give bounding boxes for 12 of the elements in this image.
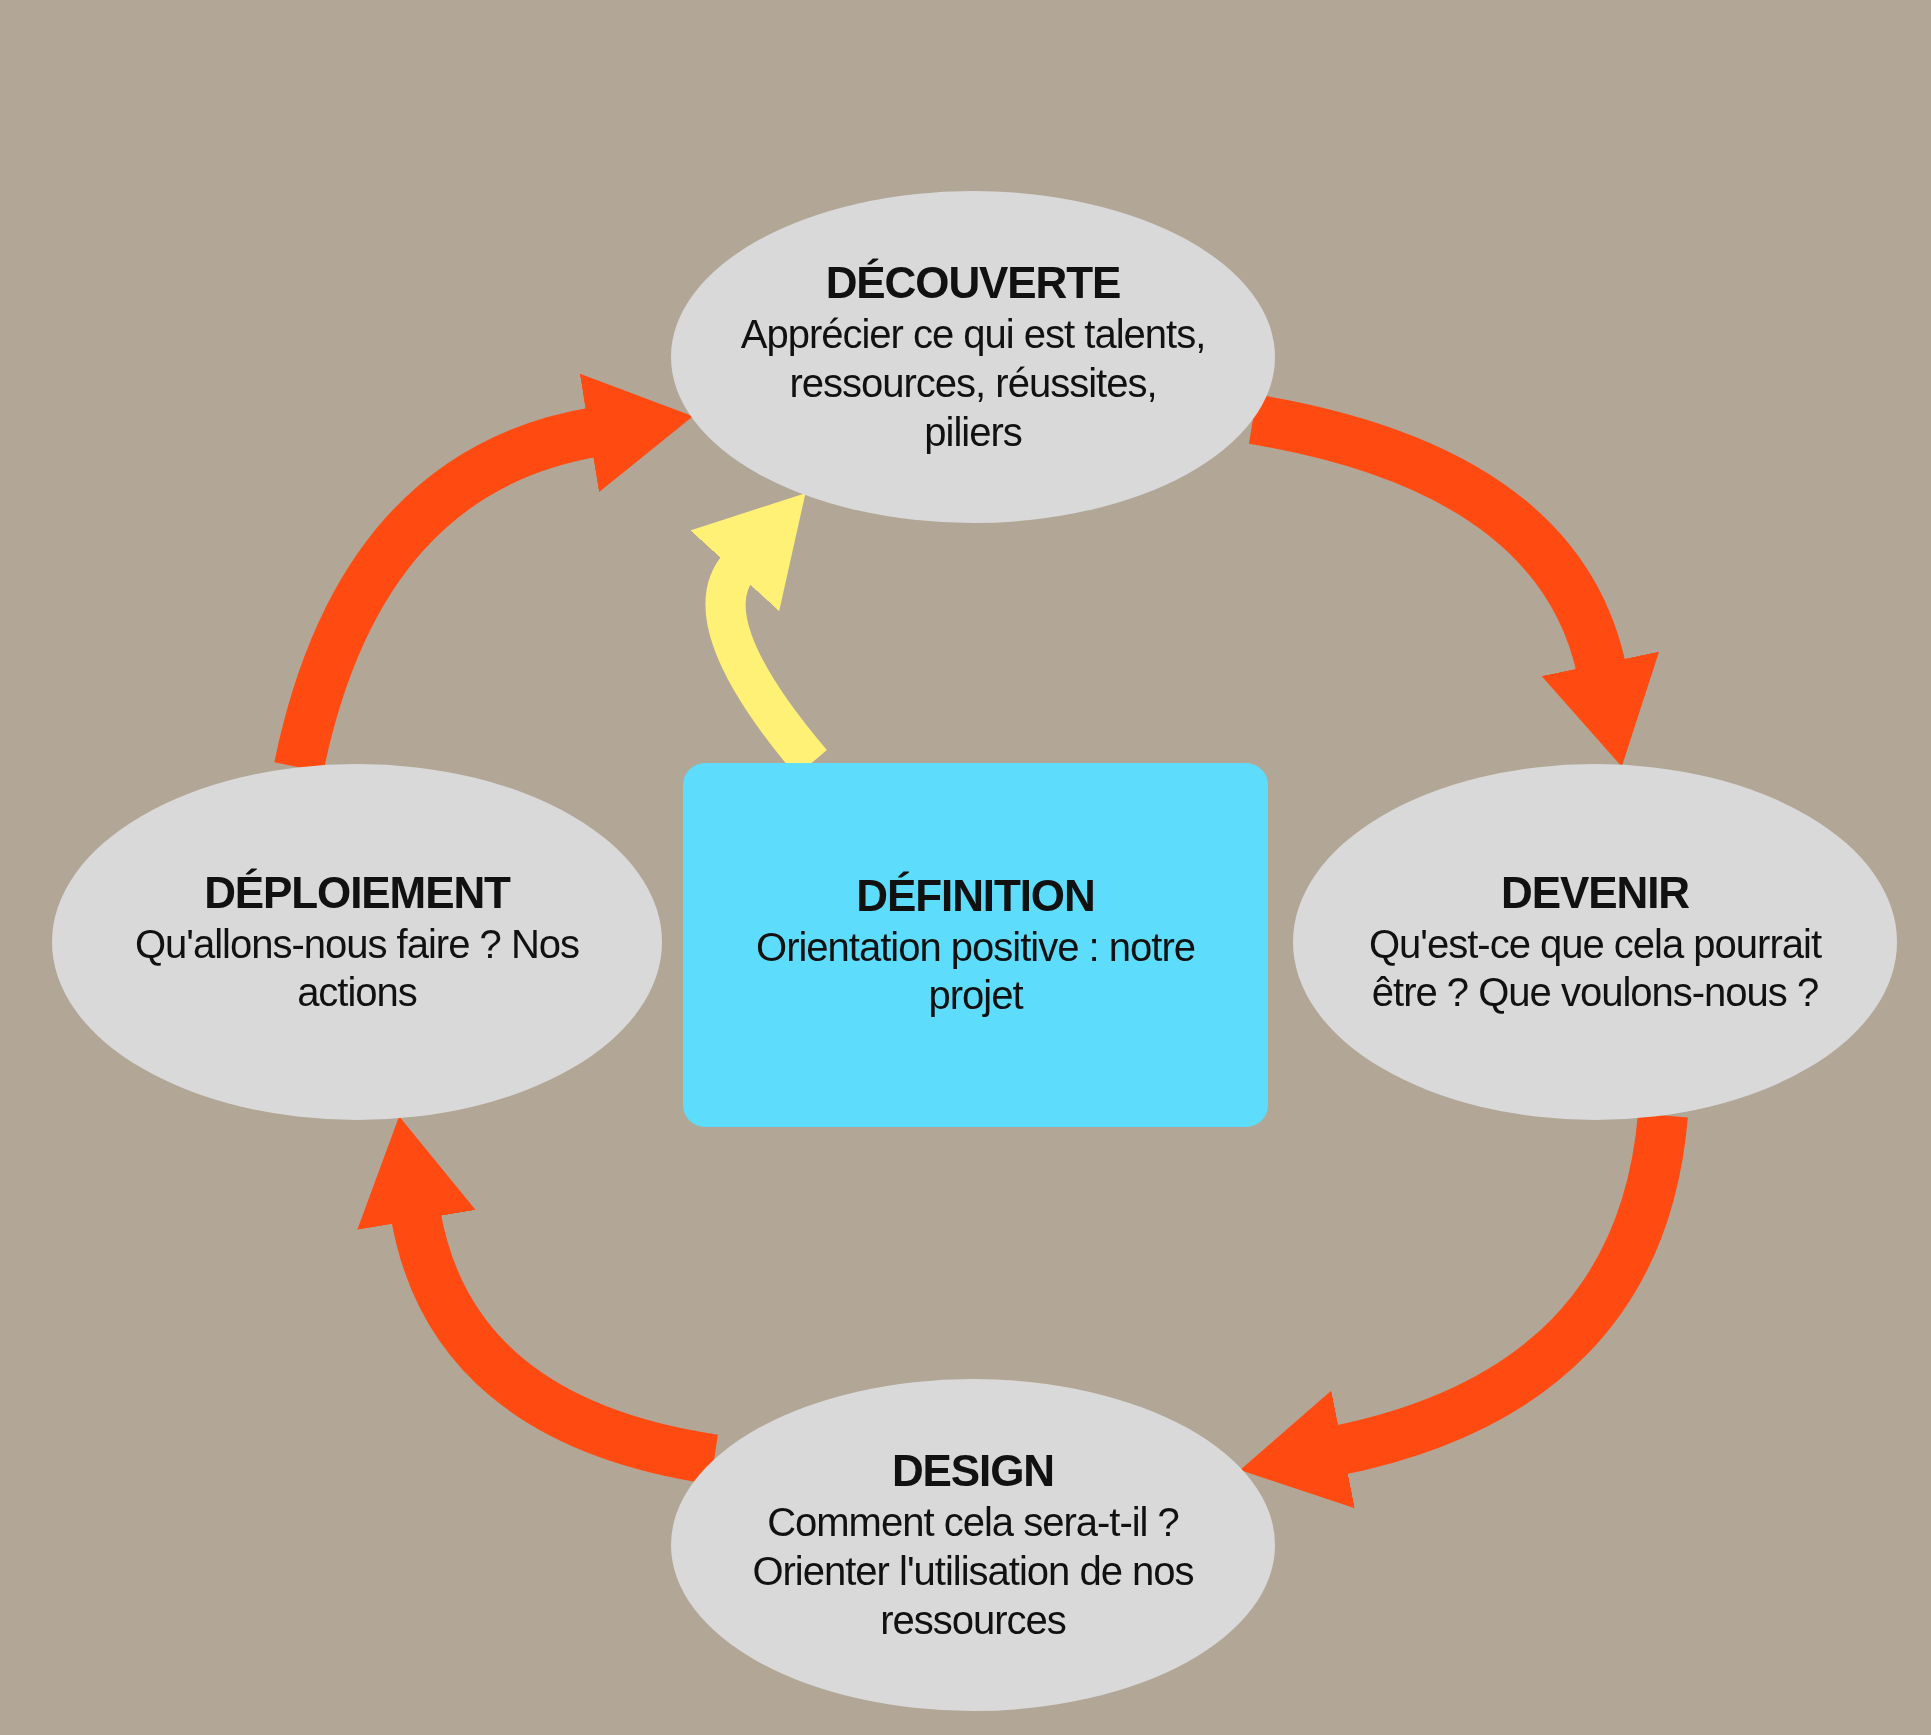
node-heading: DÉPLOIEMENT — [204, 866, 510, 919]
curved-arrow — [1248, 394, 1658, 766]
node-heading: DÉCOUVERTE — [825, 257, 1121, 310]
node-description: Orientation positive : notre projet — [755, 923, 1196, 1020]
node-description: Comment cela sera-t-il ? Orienter l'utilisation de nos ressources — [751, 1499, 1195, 1644]
node-description: Qu'est-ce que cela pourrait être ? Que voulons-nous ? — [1368, 920, 1823, 1017]
node-heading: DÉFINITION — [856, 869, 1095, 922]
rounded-rect-node — [683, 763, 1268, 1127]
node-heading: DEVENIR — [1501, 866, 1689, 919]
node-description: Qu'allons-nous faire ? Nos actions — [133, 920, 581, 1017]
node-heading: DESIGN — [891, 1445, 1055, 1498]
node-description: Apprécier ce qui est talents, ressources, réussites, piliers — [739, 311, 1207, 456]
